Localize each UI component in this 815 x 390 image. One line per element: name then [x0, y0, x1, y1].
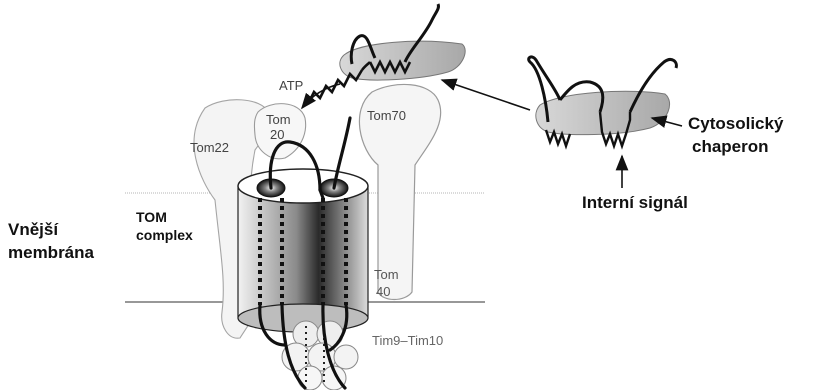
chaperone-label-line1: Cytosolický: [688, 113, 783, 134]
chaperone-label-line2: chaperon: [692, 136, 769, 157]
internal-signal-label: Interní signál: [582, 192, 688, 213]
cytosolic-chaperone-complex: [529, 57, 677, 146]
tom70-label: Tom70: [367, 108, 406, 123]
outer-membrane-label-line1: Vnější: [8, 219, 58, 240]
tim9-tim10-complex: [282, 321, 358, 390]
atp-label: ATP: [279, 78, 303, 93]
tom20-label-line2: 20: [270, 127, 284, 142]
tom22-label: Tom22: [190, 140, 229, 155]
outer-membrane-label-line2: membrána: [8, 242, 94, 263]
tom40-label-line2: 40: [376, 283, 390, 300]
tom-complex-label-line2: complex: [136, 228, 193, 243]
chaperone-to-tom70-arrow: [442, 80, 530, 110]
tom40-pore: [238, 169, 368, 332]
tim9-tim10-label: Tim9–Tim10: [372, 333, 443, 348]
tom-complex-label-line1: TOM: [136, 210, 167, 225]
tom40-label-line1: Tom: [374, 266, 399, 283]
tom20-label-line1: Tom: [266, 112, 291, 127]
